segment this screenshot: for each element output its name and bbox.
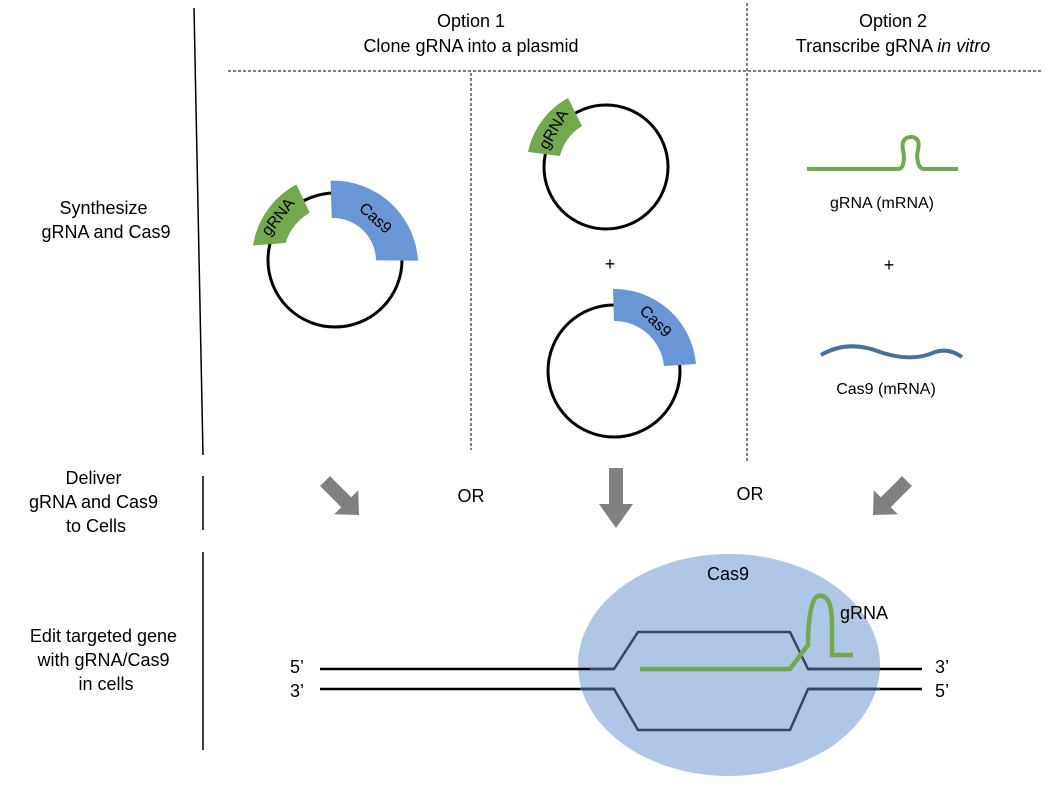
option2-title: Option 2 — [859, 11, 927, 31]
or-separator-left: OR — [458, 486, 485, 506]
grna-plasmid-ring — [542, 103, 670, 231]
option2-subtitle-prefix: Transcribe gRNA — [796, 36, 937, 56]
or-separator-right: OR — [737, 484, 764, 504]
row-label-edit-line1: Edit targeted gene — [30, 626, 177, 646]
grna-plasmid-grna-segment — [528, 98, 582, 156]
option1-title: Option 1 — [437, 11, 505, 31]
mrna-plus: + — [884, 255, 895, 275]
combined-plasmid-grna-segment — [253, 184, 310, 246]
combined-plasmid-cas9-segment — [330, 180, 418, 261]
row-label-synthesize-line1: Synthesize — [59, 198, 147, 218]
delivery-arrow-option2-shape — [873, 476, 912, 515]
row-label-edit: Edit targeted gene with gRNA/Cas9 in cel… — [30, 626, 182, 694]
delivery-arrow-option1-combined — [320, 476, 359, 515]
cas9-mrna-strand — [819, 344, 964, 360]
delivery-arrow-option1-combined-shape — [320, 476, 359, 515]
plasmid-plus: + — [605, 254, 616, 274]
row-label-edit-line3: in cells — [78, 674, 133, 694]
dna-bottom-right-end-label: 5’ — [935, 681, 949, 701]
dna-top-strand-unwound — [590, 630, 880, 671]
complex-grna-label: gRNA — [840, 603, 888, 623]
option2-subtitle: Transcribe gRNA in vitro — [796, 36, 990, 56]
dna-top-right-end-label: 3’ — [935, 657, 949, 677]
row-label-deliver: Deliver gRNA and Cas9 to Cells — [29, 468, 163, 536]
grna-plasmid: gRNA — [528, 98, 670, 231]
dna-bottom-left-end-label: 3’ — [290, 681, 304, 701]
row-label-deliver-line2: gRNA and Cas9 — [29, 492, 158, 512]
delivery-arrow-option1-separate-shape — [599, 468, 633, 528]
combined-plasmid: gRNA Cas9 — [253, 180, 418, 329]
row-divider-synthesize — [193, 7, 204, 456]
row-label-synthesize: Synthesize gRNA and Cas9 — [41, 198, 170, 242]
cas9-mrna-label: Cas9 (mRNA) — [836, 381, 936, 398]
cas9-plasmid-cas9-segment — [613, 288, 696, 366]
delivery-arrow-option2 — [873, 476, 912, 515]
delivery-arrow-option1-separate — [599, 468, 633, 528]
row-label-deliver-line3: to Cells — [66, 516, 126, 536]
option2-subtitle-italic: in vitro — [937, 36, 990, 56]
complex-grna-strand — [640, 593, 853, 672]
dna-top-left-end-label: 5’ — [290, 657, 304, 677]
option1-subtitle: Clone gRNA into a plasmid — [363, 36, 578, 56]
row-label-edit-line2: with gRNA/Cas9 — [36, 650, 169, 670]
cas9-protein-label: Cas9 — [707, 564, 749, 584]
grna-mrna-strand — [807, 134, 958, 171]
cas9-plasmid: Cas9 — [546, 288, 696, 439]
dna-bottom-strand-unwound — [580, 687, 880, 732]
cas9-protein-ellipse — [578, 554, 880, 776]
grna-mrna-label: gRNA (mRNA) — [830, 195, 934, 212]
row-label-deliver-line1: Deliver — [65, 468, 121, 488]
row-label-synthesize-line2: gRNA and Cas9 — [41, 222, 170, 242]
